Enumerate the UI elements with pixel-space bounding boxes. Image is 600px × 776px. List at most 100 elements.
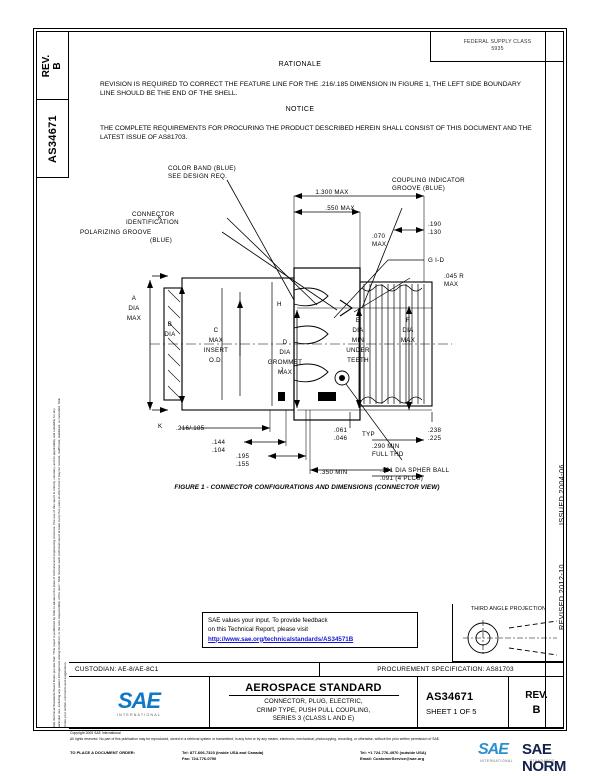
- title-block-number: AS34671 SHEET 1 OF 5: [418, 677, 508, 729]
- copyright-block: Copyright 2005 SAE International All rig…: [70, 731, 495, 741]
- notice-title: NOTICE: [285, 106, 315, 113]
- watermark-sae-logo: SAE: [478, 741, 509, 758]
- label-color-band-l2: SEE DESIGN REQ.: [168, 173, 227, 180]
- third-angle-projection-label: THIRD ANGLE PROJECTION: [470, 606, 547, 612]
- title-block: SAE INTERNATIONAL AEROSPACE STANDARD CON…: [69, 677, 564, 729]
- label-e-2: DIA: [352, 327, 364, 334]
- title-block-title: AEROSPACE STANDARD CONNECTOR, PLUG, ELEC…: [210, 677, 417, 729]
- dim-045r: .045 R: [444, 273, 464, 280]
- dim-046: .046: [334, 435, 348, 442]
- label-coupling-groove-l2: GROOVE (BLUE): [392, 185, 445, 192]
- standard-subtitle-2: CRIMP TYPE, PUSH PULL COUPLING,: [256, 706, 371, 714]
- label-d-3: GROMMET: [268, 359, 302, 366]
- dim-350: .350 MIN: [320, 469, 348, 476]
- custodian-strip: CUSTODIAN: AE-8/AE-8C1 PROCUREMENT SPECI…: [69, 662, 564, 677]
- sae-logo-subtext: INTERNATIONAL: [116, 712, 162, 717]
- feedback-line-2: on this Technical Report, please visit: [208, 626, 308, 634]
- label-e-4: UNDER: [346, 347, 370, 354]
- label-e-5: TEETH: [347, 357, 369, 364]
- label-e-3: MIN: [352, 337, 364, 344]
- tb-divider-3: [508, 677, 509, 729]
- custodian-text: CUSTODIAN: AE-8/AE-8C1: [75, 666, 159, 673]
- dim-1300: 1.300 MAX: [315, 189, 348, 196]
- feedback-link[interactable]: http://www.sae.org/technicalstandards/AS…: [208, 635, 354, 643]
- label-b-dia-1: B: [168, 321, 172, 328]
- feedback-line-1: SAE values your input. To provide feedba…: [208, 617, 328, 624]
- feedback-box: SAE values your input. To provide feedba…: [202, 612, 418, 648]
- label-c-3: INSERT: [204, 347, 228, 354]
- date-rail: REVISED 2012-10 ISSUED 2004-06: [549, 430, 566, 630]
- label-f-1: F: [406, 317, 410, 324]
- dim-070-max: MAX: [372, 241, 386, 248]
- dim-130: .130: [428, 229, 442, 236]
- tb-divider-2: [417, 677, 418, 729]
- dim-155: .155: [236, 461, 250, 468]
- label-k-bottom: K: [158, 423, 163, 430]
- order-tel-intl: Tel: +1 724-776-4970 (outside USA): [360, 750, 427, 755]
- label-color-band-l1: COLOR BAND (BLUE): [168, 165, 236, 172]
- label-gid: G I-D: [428, 257, 445, 264]
- dim-216-185: .216/.185: [176, 425, 205, 432]
- strip-divider: [319, 663, 320, 676]
- label-k-top: K: [158, 215, 163, 222]
- outer-border: [33, 28, 567, 731]
- order-label: TO PLACE A DOCUMENT ORDER:: [70, 750, 135, 755]
- issued-date: ISSUED 2004-06: [557, 464, 566, 525]
- label-a-dia-2: DIA: [128, 305, 140, 312]
- label-j: J: [280, 367, 283, 374]
- label-d-1: D: [283, 339, 288, 346]
- standard-number: AS34671: [426, 690, 474, 703]
- standard-heading: AEROSPACE STANDARD: [245, 682, 382, 695]
- order-tel-us: Tel: 877-606-7323 (inside USA and Canada…: [182, 750, 264, 755]
- sae-norm-watermark: SAE SAE NORM INTERNATIONAL STANDARDS: [478, 740, 598, 775]
- label-coupling-groove-l1: COUPLING INDICATOR: [392, 177, 465, 184]
- label-connector-id-l1: CONNECTOR: [132, 211, 175, 218]
- dim-typ: TYP: [362, 431, 375, 438]
- label-b-dia-2: DIA: [164, 331, 176, 338]
- sae-logo-text: SAE: [117, 687, 161, 713]
- third-angle-projection-box: THIRD ANGLE PROJECTION: [452, 604, 564, 662]
- watermark-sub-1: INTERNATIONAL: [480, 759, 514, 763]
- right-rail: [545, 31, 564, 728]
- dim-061: .061: [334, 427, 348, 434]
- label-e-1: E: [356, 317, 360, 324]
- label-f-3: MAX: [401, 337, 415, 344]
- label-polarizing-groove-l1: POLARIZING GROOVE: [80, 229, 151, 236]
- dim-ball-2: .091 (4 PLCS): [380, 475, 423, 482]
- dim-550: .550 MAX: [325, 205, 355, 212]
- rev-stub: REV.B: [37, 32, 69, 100]
- dim-070: .070: [372, 233, 386, 240]
- label-polarizing-groove-l2: (BLUE): [150, 237, 172, 244]
- federal-supply-class-box: FEDERAL SUPPLY CLASS 5935: [430, 31, 564, 62]
- inner-border: [36, 31, 564, 728]
- label-f-2: DIA: [402, 327, 414, 334]
- title-block-rev: REV. B: [509, 677, 564, 729]
- label-a-dia-1: A: [132, 295, 137, 302]
- tb-divider-1: [209, 677, 210, 729]
- dim-045r-max: MAX: [444, 281, 458, 288]
- order-contact-col: Tel: +1 724-776-4970 (outside USA) Email…: [360, 750, 540, 763]
- order-fax: Fax: 724-776-0790: [182, 756, 217, 762]
- label-h: H: [277, 301, 282, 308]
- watermark-sub-2: STANDARDS: [530, 759, 555, 763]
- figure-1-drawing: COLOR BAND (BLUE) SEE DESIGN REQ. CONNEC…: [72, 160, 542, 490]
- rationale-body: REVISION IS REQUIRED TO CORRECT THE FEAT…: [100, 81, 521, 97]
- label-a-dia-3: MAX: [127, 315, 141, 322]
- dim-290: .290 MIN: [372, 443, 400, 450]
- rights-line: All rights reserved. No part of this pub…: [70, 736, 441, 741]
- standard-subtitle-3: SERIES 3 (CLASS L AND E): [272, 715, 355, 723]
- label-c-4: O.D.: [209, 357, 223, 364]
- sheet-number: SHEET 1 OF 5: [426, 706, 477, 716]
- docnum-stub-value: AS34671: [46, 114, 59, 163]
- label-c-1: C: [214, 327, 219, 334]
- dim-238: .238: [428, 427, 442, 434]
- rev-value: B: [532, 704, 541, 716]
- dim-full-thd: FULL THD: [372, 451, 404, 458]
- docnum-stub: AS34671: [37, 100, 69, 178]
- standard-subtitle-1: CONNECTOR, PLUG, ELECTRIC,: [264, 698, 363, 706]
- order-phone-col: Tel: 877-606-7323 (inside USA and Canada…: [182, 750, 352, 763]
- federal-supply-class-text: FEDERAL SUPPLY CLASS 5935: [463, 39, 532, 52]
- dim-ball-1: .101 DIA SPHER BALL: [380, 467, 450, 474]
- order-email: Email: CustomerService@sae.org: [360, 756, 425, 762]
